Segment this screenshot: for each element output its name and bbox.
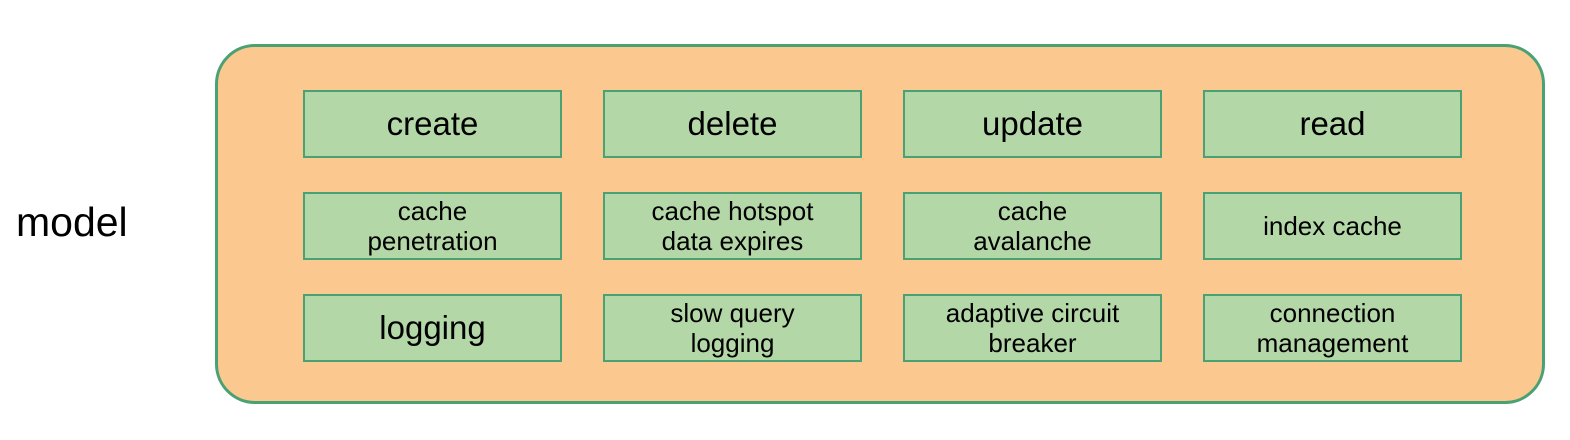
node-read[interactable]: read	[1203, 90, 1462, 158]
node-label: index cache	[1263, 211, 1402, 241]
node-label: delete	[687, 105, 778, 142]
node-label: slow query logging	[670, 298, 795, 358]
node-update[interactable]: update	[903, 90, 1162, 158]
node-delete[interactable]: delete	[603, 90, 862, 158]
node-label: update	[982, 105, 1083, 142]
node-label: cache avalanche	[973, 196, 1092, 256]
node-slow-query-logging[interactable]: slow query logging	[603, 294, 862, 362]
node-adaptive-circuit-breaker[interactable]: adaptive circuit breaker	[903, 294, 1162, 362]
node-logging[interactable]: logging	[303, 294, 562, 362]
group-label-model: model	[16, 199, 128, 245]
node-create[interactable]: create	[303, 90, 562, 158]
node-label: create	[386, 105, 479, 142]
node-connection-management[interactable]: connection management	[1203, 294, 1462, 362]
node-cache-penetration[interactable]: cache penetration	[303, 192, 562, 260]
node-grid: create delete update read cache penetrat…	[303, 90, 1463, 362]
node-cache-hotspot-data-expires[interactable]: cache hotspot data expires	[603, 192, 862, 260]
node-label: connection management	[1256, 298, 1409, 358]
node-label: cache penetration	[367, 196, 498, 256]
node-label: logging	[379, 309, 486, 346]
node-label: adaptive circuit breaker	[945, 298, 1120, 358]
node-index-cache[interactable]: index cache	[1203, 192, 1462, 260]
node-label: read	[1299, 105, 1366, 142]
node-label: cache hotspot data expires	[651, 196, 814, 256]
node-row-cache: cache penetration cache hotspot data exp…	[303, 192, 1463, 260]
node-cache-avalanche[interactable]: cache avalanche	[903, 192, 1162, 260]
node-row-operations-support: logging slow query logging adaptive circ…	[303, 294, 1463, 362]
model-container: create delete update read cache penetrat…	[215, 44, 1545, 404]
node-row-operations: create delete update read	[303, 90, 1463, 158]
